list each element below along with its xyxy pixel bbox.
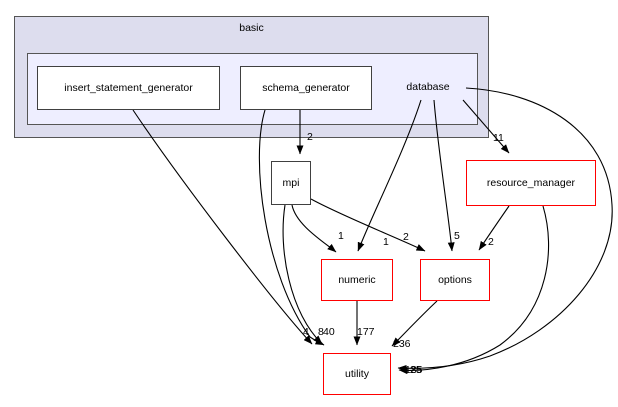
cluster-basic-label: basic	[239, 22, 264, 34]
edge-label-schema_generator-utility: 8	[318, 326, 324, 338]
node-label: schema_generator	[262, 82, 350, 94]
edge-label-database-resource_manager: 11	[493, 132, 504, 144]
edge-label-numeric-utility: 177	[357, 326, 375, 338]
node-label: database	[406, 81, 450, 93]
node-numeric[interactable]: numeric	[321, 259, 393, 301]
node-label: insert_statement_generator	[64, 82, 193, 94]
edge-label-database-options: 5	[454, 230, 460, 242]
edge-label-mpi-numeric: 1	[338, 230, 344, 242]
node-label: utility	[345, 368, 369, 380]
edge-resource_manager-options	[478, 205, 510, 251]
edge-mpi-options	[310, 198, 426, 252]
edge-label-insert_statement_generator-utility: 4	[303, 326, 309, 338]
edge-label-resource_manager-options: 2	[488, 236, 494, 248]
node-label: options	[438, 274, 472, 286]
node-options[interactable]: options	[420, 259, 490, 301]
edge-options-utility	[391, 300, 438, 347]
node-label: resource_manager	[486, 177, 576, 189]
node-utility[interactable]: utility	[323, 353, 391, 395]
edge-label-schema_generator-mpi: 2	[307, 131, 313, 143]
node-label: numeric	[338, 274, 376, 286]
node-database[interactable]: database	[390, 76, 466, 98]
edge-insert_statement_generator-utility	[132, 109, 313, 345]
edge-label-mpi-options: 2	[403, 231, 409, 243]
edge-mpi-numeric	[291, 204, 337, 253]
edge-database-options	[433, 99, 455, 252]
edge-mpi-utility	[282, 204, 323, 345]
node-mpi[interactable]: mpi	[271, 161, 311, 205]
edge-label-options-utility: 236	[393, 338, 411, 350]
edge-resource_manager-utility	[398, 205, 550, 375]
node-schema_generator[interactable]: schema_generator	[240, 66, 372, 110]
edge-label-resource_manager-utility: 25	[410, 364, 422, 376]
node-label: mpi	[282, 177, 300, 189]
node-insert_statement_generator[interactable]: insert_statement_generator	[37, 66, 220, 110]
edge-database-numeric	[357, 99, 422, 252]
edge-label-mpi-utility: 40	[323, 326, 335, 338]
edge-schema_generator-utility	[258, 109, 325, 346]
edge-database-resource_manager	[462, 99, 510, 154]
edge-database-utility	[397, 87, 613, 372]
edge-label-database-utility: 185	[405, 364, 423, 376]
edge-label-database-numeric: 1	[383, 236, 389, 248]
node-resource_manager[interactable]: resource_manager	[466, 160, 596, 206]
